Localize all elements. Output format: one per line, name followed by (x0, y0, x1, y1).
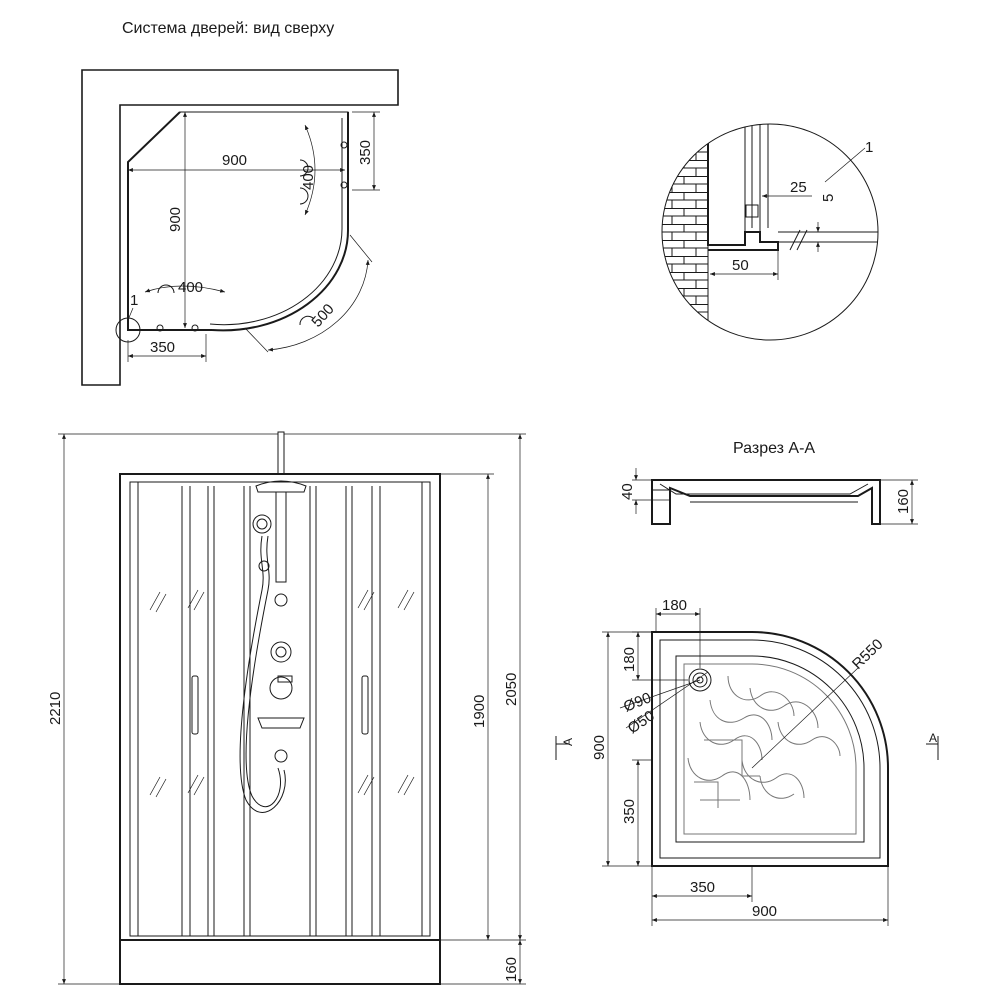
top-dim-right: 350 (357, 140, 374, 165)
shower-hose (239, 535, 286, 813)
curved-door-inner (209, 118, 343, 326)
cabin-frame (119, 473, 441, 941)
tray-outline (651, 631, 889, 867)
top-dim-arc: 500 (308, 301, 337, 331)
tray-dim-180-side: 180 (621, 647, 638, 672)
enclosure-outline (127, 111, 212, 331)
shelf-icon (257, 717, 305, 729)
detail-callout: 1 (865, 139, 873, 156)
section-marker-right: А (929, 731, 937, 745)
section-marker-left: А (561, 738, 575, 746)
tray-dim-r550: R550 (849, 636, 887, 673)
tray-view: R550 180 180 Ø90 Ø50 900 350 350 900 (555, 597, 939, 926)
top-dim-door-left: 400 (178, 279, 203, 296)
detail-circle-outline (661, 123, 879, 341)
tray-dim-900-bottom: 900 (752, 903, 777, 920)
section-title: Разрез А-А (733, 440, 815, 457)
top-dim-door-top: 400 (300, 165, 317, 190)
hand-shower-icon (252, 514, 272, 534)
drain-icon (688, 668, 712, 692)
control-knob-top (270, 641, 292, 663)
detail-dim-5: 5 (820, 194, 837, 202)
tray-dim-350-bottom: 350 (690, 879, 715, 896)
front-view: 2210 1900 2050 160 (47, 431, 526, 985)
detail-dim-50: 50 (732, 257, 749, 274)
tray-dim-900-left: 900 (591, 735, 608, 760)
tray-section (651, 479, 881, 525)
front-dim-1900: 1900 (471, 695, 488, 728)
door-handle-left (191, 675, 199, 735)
top-dim-bottom: 350 (150, 339, 175, 356)
top-view: 1 900 900 400 400 350 350 500 (81, 69, 399, 386)
top-dim-depth: 900 (167, 207, 184, 232)
section-dim-40: 40 (619, 483, 636, 500)
rain-shower-head (255, 480, 307, 493)
section-dim-160: 160 (895, 489, 912, 514)
cabin-base (119, 939, 441, 985)
front-dim-total: 2210 (47, 692, 64, 725)
tray-dim-180-top: 180 (662, 597, 687, 614)
tray-dim-350-left: 350 (621, 799, 638, 824)
mixer-knob (269, 676, 293, 700)
front-dim-base: 160 (503, 957, 520, 982)
section-view: 40 160 (619, 468, 918, 525)
top-dim-width: 900 (222, 152, 247, 169)
door-handle-right (361, 675, 369, 735)
curved-door-outer (211, 112, 350, 332)
top-view-title: Система дверей: вид сверху (122, 20, 334, 37)
detail-view: 1 25 5 50 (661, 123, 879, 341)
detail-dim-25: 25 (790, 179, 807, 196)
top-callout: 1 (130, 292, 138, 309)
front-dim-2050: 2050 (503, 673, 520, 706)
brick-wall (81, 69, 399, 386)
